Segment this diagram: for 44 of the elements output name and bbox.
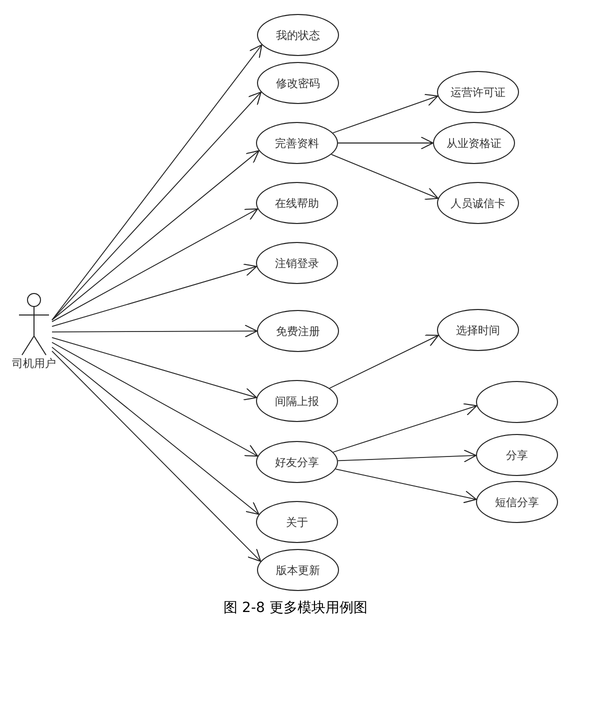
arrow [330,154,439,200]
arrow [52,44,262,320]
use-case-label: 选择时间 [456,322,500,338]
arrow [52,346,260,515]
use-case-label: 分享 [506,448,528,462]
use-case-ellipse [257,62,339,104]
figure-caption: 图 2-8 更多模块用例图 [224,600,368,616]
arrow [52,150,260,320]
arrow [332,403,478,453]
use-case-label: 运营许可证 [450,84,506,100]
use-case-ellipse [256,441,338,483]
arrow [329,334,439,389]
use-case-label: 好友分享 [275,454,319,470]
arrow [52,324,258,338]
arrow [337,449,476,462]
actor-label: 司机用户 [12,356,56,371]
use-case-ellipse [437,309,519,351]
use-case-ellipse [257,549,339,591]
use-case-ellipse [256,182,338,224]
arrow [52,208,258,322]
use-case-label: 间隔上报 [275,394,319,408]
arrow [52,92,262,320]
use-case-label: 修改密码 [276,76,320,90]
use-case-label: 从业资格证 [446,136,502,150]
arrow [338,136,434,150]
use-case-label: 我的状态 [276,28,320,42]
use-case-label: 短信分享 [495,494,539,510]
use-case-ellipse [256,501,338,543]
arrow [332,94,438,134]
use-case-ellipse [257,14,339,56]
use-case-label: 完善资料 [275,136,319,150]
use-case-ellipse [256,122,338,164]
arrow [335,468,477,504]
use-case-label: 关于 [286,514,308,530]
arrow [52,342,258,457]
arrow [52,264,258,327]
arrow [52,337,258,400]
arrow [52,350,262,562]
use-case-label: 注销登录 [275,256,319,270]
use-case-ellipse [256,380,338,422]
use-case-label: 免费注册 [276,324,320,338]
use-case-label: 版本更新 [276,562,320,578]
use-case-label: 在线帮助 [275,196,319,210]
use-case-label: 人员诚信卡 [450,196,506,210]
